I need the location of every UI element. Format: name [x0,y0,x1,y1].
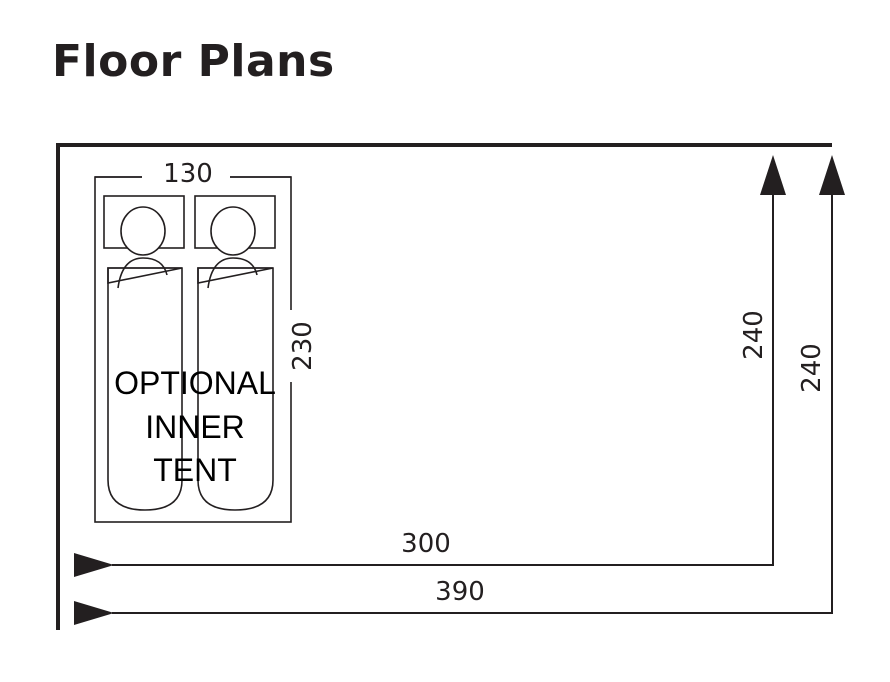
width-inner-label: 240 [739,310,769,360]
length-outer-label: 390 [435,577,485,607]
bag-flap [197,267,274,284]
shoulders [117,257,168,289]
inner-tent-label-line-3: TENT [153,452,237,488]
length-390-dimension [74,192,833,625]
length-300-dimension [74,192,774,577]
inner-width-label: 130 [163,159,213,189]
tent-outline [56,143,832,630]
bag-flap [107,267,183,284]
page-title: Floor Plans [52,36,335,87]
inner-length-label: 230 [288,321,318,371]
head [120,206,166,256]
shoulders [207,257,258,289]
sleeper-2 [194,195,276,511]
inner-tent-label-line-2: INNER [145,409,245,445]
arrow-up-300 [760,155,786,195]
sleeping-bag [197,267,274,511]
head [210,206,256,256]
sleeper-1 [103,195,185,511]
sleeping-bag [107,267,183,511]
inner-tent-label-line-1: OPTIONAL [114,365,276,401]
length-inner-label: 300 [401,529,451,559]
width-outer-label: 240 [797,343,827,393]
arrow-up-390 [819,155,845,195]
